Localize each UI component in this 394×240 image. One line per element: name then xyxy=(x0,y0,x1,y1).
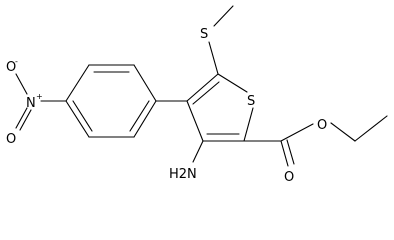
nitro-oxygen-lower-label: O xyxy=(6,132,16,147)
bond-c3-nh2 xyxy=(192,140,204,163)
bond-o-ch2 xyxy=(330,122,356,142)
thiophene-c3-c4 xyxy=(186,100,204,142)
phenyl-bond-3 xyxy=(133,64,157,102)
nitro-oxygen-charge: - xyxy=(15,57,18,66)
phenyl-inner-bond-c xyxy=(72,100,93,132)
nitro-nitrogen-label: N xyxy=(26,96,36,111)
chemical-structure-diagram: O - N + O S S xyxy=(6,5,388,185)
bond-n-o-upper xyxy=(15,73,28,95)
phenyl-inner-bond-b xyxy=(129,100,150,132)
bond-n-o-lower-b xyxy=(19,109,32,131)
methylthio-sulfur-label: S xyxy=(200,27,208,42)
carbonyl-double-b xyxy=(286,139,295,165)
ethyl-ester-group: O O xyxy=(243,115,388,185)
bond-s-methyl xyxy=(213,5,234,27)
methylthio-group: S xyxy=(200,5,234,75)
nitro-group: O - N + O xyxy=(6,57,67,147)
carbonyl-oxygen-label: O xyxy=(284,170,294,185)
phenyl-bond-6 xyxy=(65,100,90,138)
thiophene-c4-c5-inner xyxy=(192,81,220,105)
thiophene-s-c2 xyxy=(243,107,254,142)
amino-group: H2N xyxy=(169,140,204,182)
phenyl-bond-4 xyxy=(133,100,157,138)
nitro-nitrogen-charge: + xyxy=(36,92,43,101)
thiophene-c4-c5 xyxy=(186,73,219,102)
bond-n-o-lower-a xyxy=(15,107,28,129)
thiophene-sulfur-label: S xyxy=(247,94,255,109)
phenyl-bond-1 xyxy=(65,64,90,102)
bond-ch2-ch3 xyxy=(354,115,388,142)
ester-oxygen-label: O xyxy=(317,118,327,133)
thiophene-c5-s xyxy=(217,73,248,93)
bond-carbonyl-o xyxy=(280,123,314,142)
carbonyl-double-a xyxy=(280,140,289,167)
phenyl-ring xyxy=(65,64,157,138)
amino-label: H2N xyxy=(169,167,197,182)
thiophene-ring: S xyxy=(155,73,255,142)
bond-c5-s-methyl xyxy=(208,41,219,75)
nitro-oxygen-upper-label: O xyxy=(6,60,16,75)
